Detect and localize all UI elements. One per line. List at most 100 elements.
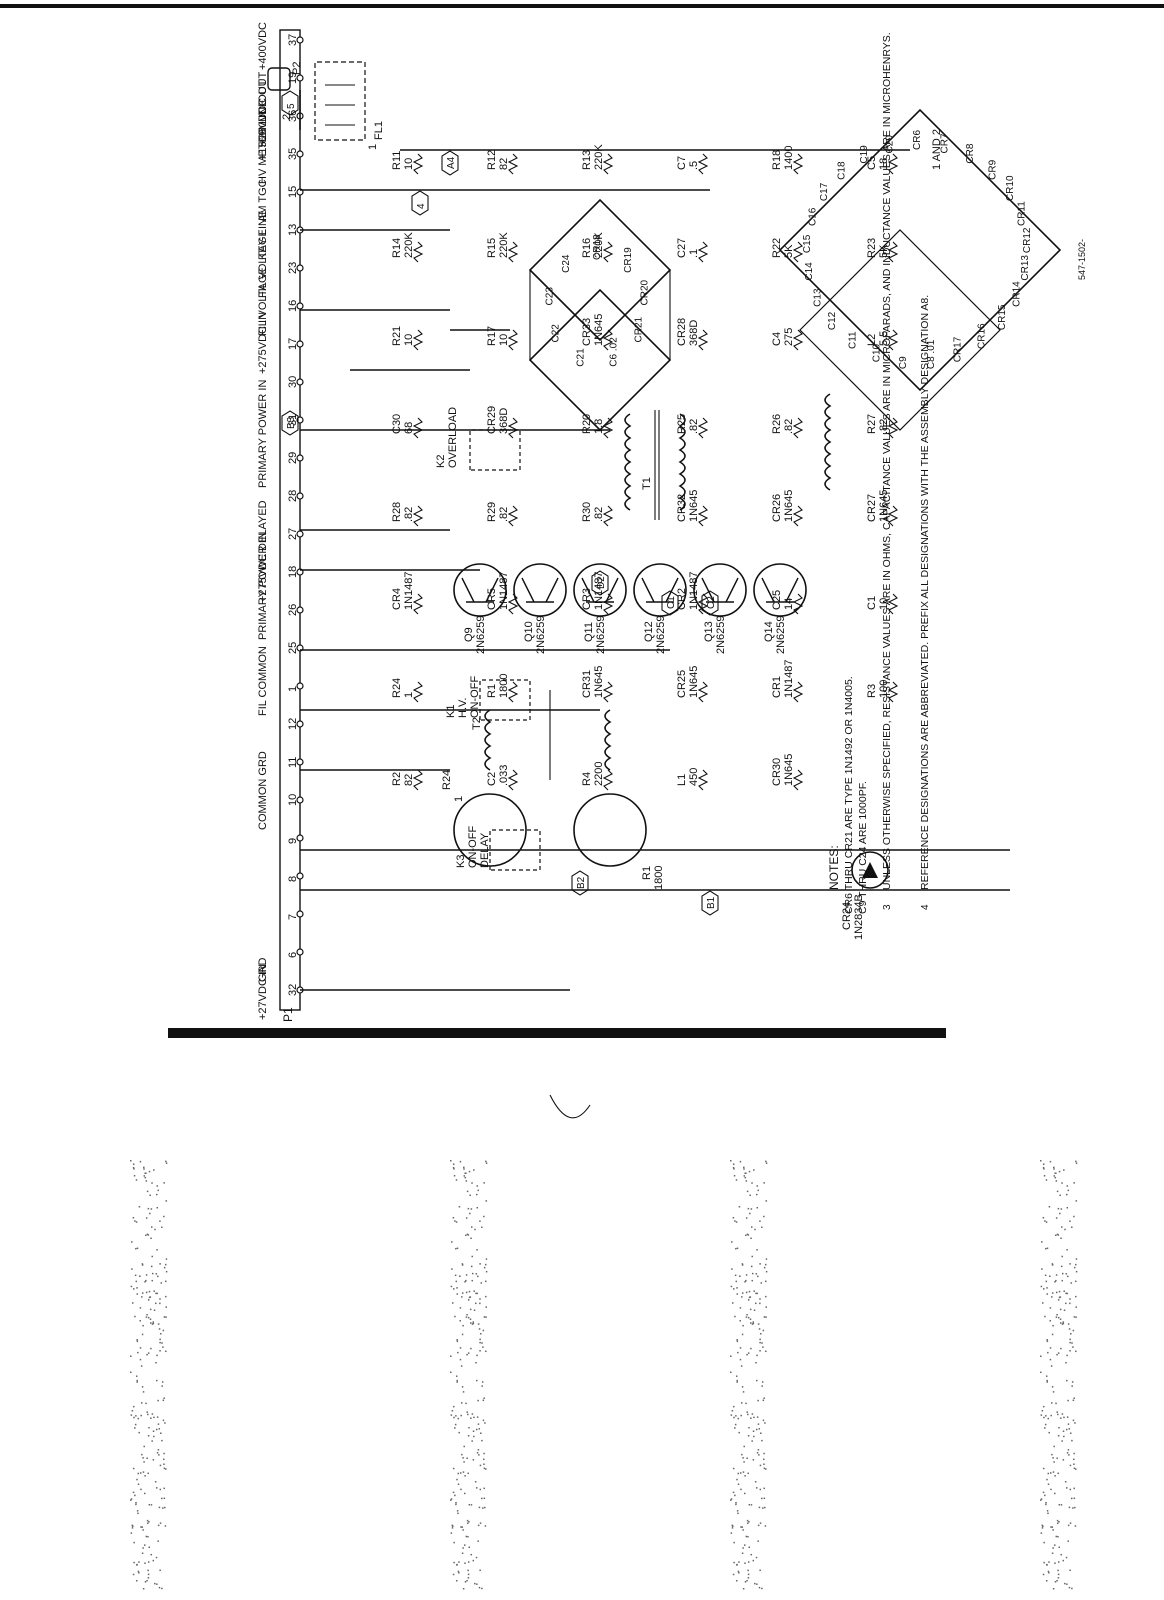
cr24-ref: CR24 — [841, 902, 853, 930]
comp-val: 1400 — [783, 146, 795, 170]
bridge-a-label: C21 — [576, 348, 587, 367]
bridge-a-label: C23 — [545, 287, 556, 306]
note-4: REFERENCE DESIGNATIONS ARE ABBREVIATED. … — [919, 295, 931, 890]
comp-ref: C7 — [676, 156, 688, 170]
comp-val: 1N645 — [688, 490, 700, 522]
comp-ref: CR31 — [581, 670, 593, 698]
p1-pin-label: AM TGC — [257, 179, 269, 222]
bridge-b-label: CR16 — [977, 323, 988, 349]
comp-ref: CR33 — [581, 318, 593, 346]
p1-pin-num: 31 — [287, 414, 299, 426]
comp-ref: R28 — [391, 502, 403, 522]
heavy-rule — [168, 1028, 946, 1038]
comp-ref: CR28 — [676, 318, 688, 346]
comp-val: 68 — [403, 422, 415, 434]
comp-val: 5.5 — [878, 331, 890, 346]
hv-wiring — [300, 149, 1010, 991]
bridge-b-label: CR17 — [952, 336, 963, 362]
comp-ref: CR32 — [676, 494, 688, 522]
fl1-ref: FL1 — [373, 121, 385, 140]
comp-val: 100 — [878, 680, 890, 698]
comp-ref: CR3 — [581, 588, 593, 610]
comp-val: 82 — [403, 774, 415, 786]
component-r28: R28.82 — [391, 502, 424, 527]
bridge-b-label: C10 — [872, 343, 883, 362]
transformer-t2: T2 — [471, 690, 612, 780]
bridge-b-label: CR7 — [939, 133, 950, 153]
p1-pin-31: 31 — [287, 414, 304, 426]
comp-val: 14 — [783, 598, 795, 610]
p1-pin-18: 18+275VDC DELAYED — [257, 500, 304, 602]
p1-pin-label: HV METER LINE — [257, 100, 269, 184]
comp-val: 1N1487 — [498, 571, 510, 610]
p1-pin-label: FIL COMMON — [257, 646, 269, 716]
p1-pin-num: 36 — [287, 110, 299, 122]
comp-val: 368D — [498, 408, 510, 434]
p1-pin-label: PRIMARY POWER IN — [257, 532, 269, 640]
relay-line2: DELAY — [479, 832, 491, 868]
comp-val: 1N645 — [783, 754, 795, 786]
transistor-q2: R24 1 — [441, 770, 527, 867]
callout-text: D2 — [596, 576, 607, 589]
transistor-q1: R1 1800 — [573, 793, 665, 890]
comp-val: .82 — [403, 507, 415, 522]
p1-pin-9: 9 — [287, 834, 304, 844]
p1-pin-num: 30 — [287, 376, 299, 388]
bridge-b-label: C11 — [847, 331, 858, 349]
fl1-pin: 1 — [367, 144, 379, 150]
q-ref: Q14 — [763, 621, 775, 642]
p1-pin-num: 32 — [287, 984, 299, 996]
p1-pin-num: 12 — [287, 718, 299, 730]
p1-pin-27: 27 — [287, 528, 304, 540]
p1-pin-num: 28 — [287, 490, 299, 502]
comp-val: 1N645 — [688, 666, 700, 698]
p1-pin-37: 37+400VDC — [257, 22, 304, 70]
comp-ref: R24 — [391, 678, 403, 698]
p2-ref: P2 — [291, 62, 303, 75]
comp-ref: R14 — [391, 238, 403, 258]
bridge-b-label: C13 — [812, 288, 823, 307]
component-r29: R29.82 — [486, 502, 519, 527]
comp-ref: CR5 — [486, 588, 498, 610]
comp-ref: R27 — [866, 414, 878, 434]
p1-pin-num: 18 — [287, 566, 299, 578]
p1-pin-17: 17+275VDC IN — [257, 312, 304, 374]
comp-val: 5K — [878, 244, 890, 258]
component-r25: R25.82 — [676, 414, 709, 439]
bridge-b-label: C17 — [819, 182, 830, 201]
component-c2: C2.033 — [486, 765, 519, 791]
comp-ref: R21 — [391, 326, 403, 346]
comp-val: 450 — [688, 768, 700, 786]
bridge-b-label: C16 — [807, 207, 818, 226]
comp-ref: R29 — [486, 502, 498, 522]
component-c27: C27.1 — [676, 238, 709, 263]
comp-ref: CR26 — [771, 494, 783, 522]
comp-val: 220K — [403, 232, 415, 258]
p1-pin-label: FIL VOLTAGE — [257, 267, 269, 336]
relay-line1: ON-OFF — [467, 826, 479, 868]
p1-pin-label: GRD — [257, 958, 269, 983]
p1-pin-num: 26 — [287, 604, 299, 616]
q-val: 2N6259 — [595, 615, 607, 654]
